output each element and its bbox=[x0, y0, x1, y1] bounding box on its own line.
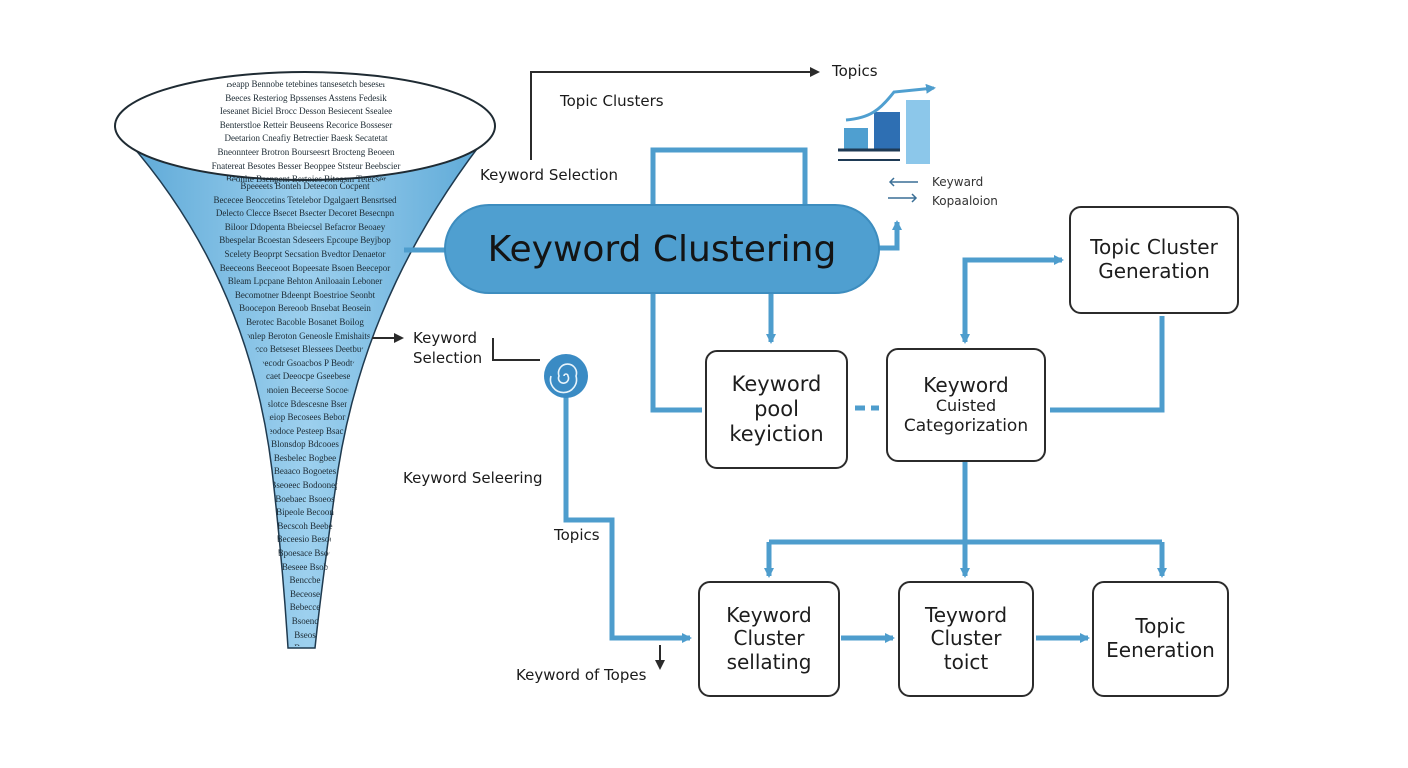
funnel-stem-words: Bpeeeets Bonteh Deteecon Cocpent Bececee… bbox=[213, 181, 397, 646]
arrow-to-spiral bbox=[492, 338, 540, 361]
topic-generation-box: Topic Eeneration bbox=[1092, 581, 1229, 697]
topic-cluster-generation-line-1: Topic Cluster bbox=[1090, 235, 1218, 260]
teyword-cluster-line-2: Cluster bbox=[930, 626, 1002, 651]
connector-topic-categorization bbox=[1050, 316, 1165, 413]
label-keyword-selection-mid-2: Selection bbox=[413, 349, 483, 367]
funnel-stem bbox=[118, 127, 495, 649]
keyword-categorization-line-1: Keyword bbox=[923, 372, 1009, 397]
bar-chart-icon bbox=[838, 83, 936, 164]
arrow-to-topics bbox=[530, 67, 820, 160]
keyword-funnel bbox=[114, 71, 496, 649]
topic-cluster-generation-box: Topic Cluster Generation bbox=[1069, 206, 1239, 314]
connector-pill-chart bbox=[878, 220, 902, 251]
teyword-cluster-box: Teyword Cluster toict bbox=[898, 581, 1034, 697]
left-right-arrow-icon bbox=[888, 177, 918, 203]
label-topic-clusters: Topic Clusters bbox=[560, 92, 664, 110]
keyword-categorization-line-3: Categorization bbox=[903, 416, 1029, 437]
teyword-cluster-line-3: toict bbox=[943, 649, 989, 674]
label-keyword-selection-mid-1: Keyword bbox=[413, 329, 478, 347]
connector-categorization-topic bbox=[962, 255, 1064, 342]
connector-spiral-bottom bbox=[563, 394, 692, 643]
label-legend-keyword: Keyward bbox=[932, 175, 984, 189]
teyword-cluster-line-1: Teyword bbox=[924, 602, 1008, 627]
label-keyword-selecting: Keyword Seleering bbox=[403, 469, 543, 487]
connector-pill-left-loop bbox=[650, 292, 702, 413]
label-keyword-of-topes: Keyword of Topes bbox=[516, 666, 647, 684]
keyword-clustering-node: Keyword Clustering bbox=[444, 204, 880, 294]
keyword-cluster-evaluating-line-2: Cluster bbox=[733, 626, 805, 651]
keyword-cluster-evaluating-line-1: Keyword bbox=[726, 602, 812, 627]
keyword-pool-box: Keyword pool keyiction bbox=[705, 350, 848, 469]
label-topics-bottom: Topics bbox=[554, 526, 600, 544]
label-keyword-selection-top: Keyword Selection bbox=[480, 166, 618, 184]
label-legend-expansion: Kopaaloion bbox=[932, 194, 998, 208]
topic-generation-line-2: Eeneration bbox=[1106, 638, 1215, 662]
topic-generation-line-1: Topic bbox=[1135, 614, 1186, 639]
spiral-icon bbox=[544, 354, 588, 398]
dark-arrows bbox=[372, 67, 820, 670]
keyword-pool-line-2: pool bbox=[754, 397, 799, 422]
keyword-categorization-box: Keyword Cuisted Categorization bbox=[886, 348, 1046, 462]
label-topics-top: Topics bbox=[832, 62, 878, 80]
keyword-cluster-evaluating-line-3: sellating bbox=[726, 649, 812, 674]
funnel-top-words: Beapp Bennobe tetebines tansesetch beses… bbox=[211, 79, 401, 185]
flow-connectors bbox=[404, 147, 1167, 643]
keyword-cluster-evaluating-box: Keyword Cluster sellating bbox=[698, 581, 840, 697]
topic-cluster-generation-line-2: Generation bbox=[1098, 259, 1210, 283]
keyword-categorization-line-2: Cuisted bbox=[935, 396, 997, 416]
keyword-pool-line-1: Keyword bbox=[731, 372, 822, 397]
funnel-mouth bbox=[114, 71, 496, 181]
connector-pill-loop bbox=[650, 147, 808, 206]
keyword-pool-line-3: keyiction bbox=[729, 421, 824, 446]
